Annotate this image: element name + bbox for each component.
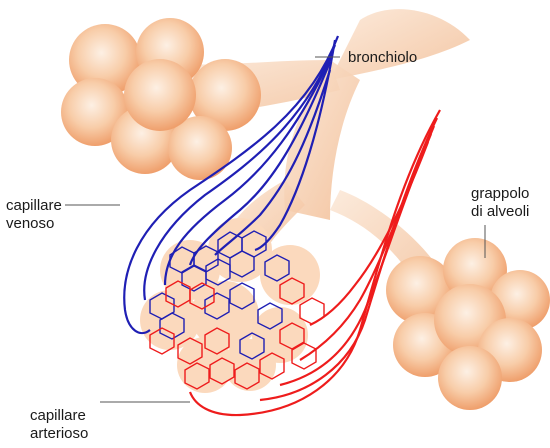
label-capillare-arterioso-line2: arterioso	[30, 425, 88, 442]
label-capillare-venoso-line1: capillare	[6, 197, 62, 214]
label-grappolo-line1: grappolo	[471, 185, 529, 202]
label-capillare-arterioso-line1: capillare	[30, 407, 86, 424]
alveoli-cluster-top	[61, 18, 261, 180]
label-capillare-venoso-line2: venoso	[6, 215, 54, 232]
capillary-network	[140, 218, 324, 393]
label-bronchiolo: bronchiolo	[348, 49, 417, 66]
alveoli-cluster-right	[386, 238, 550, 410]
label-grappolo-line2: di alveoli	[471, 203, 529, 220]
